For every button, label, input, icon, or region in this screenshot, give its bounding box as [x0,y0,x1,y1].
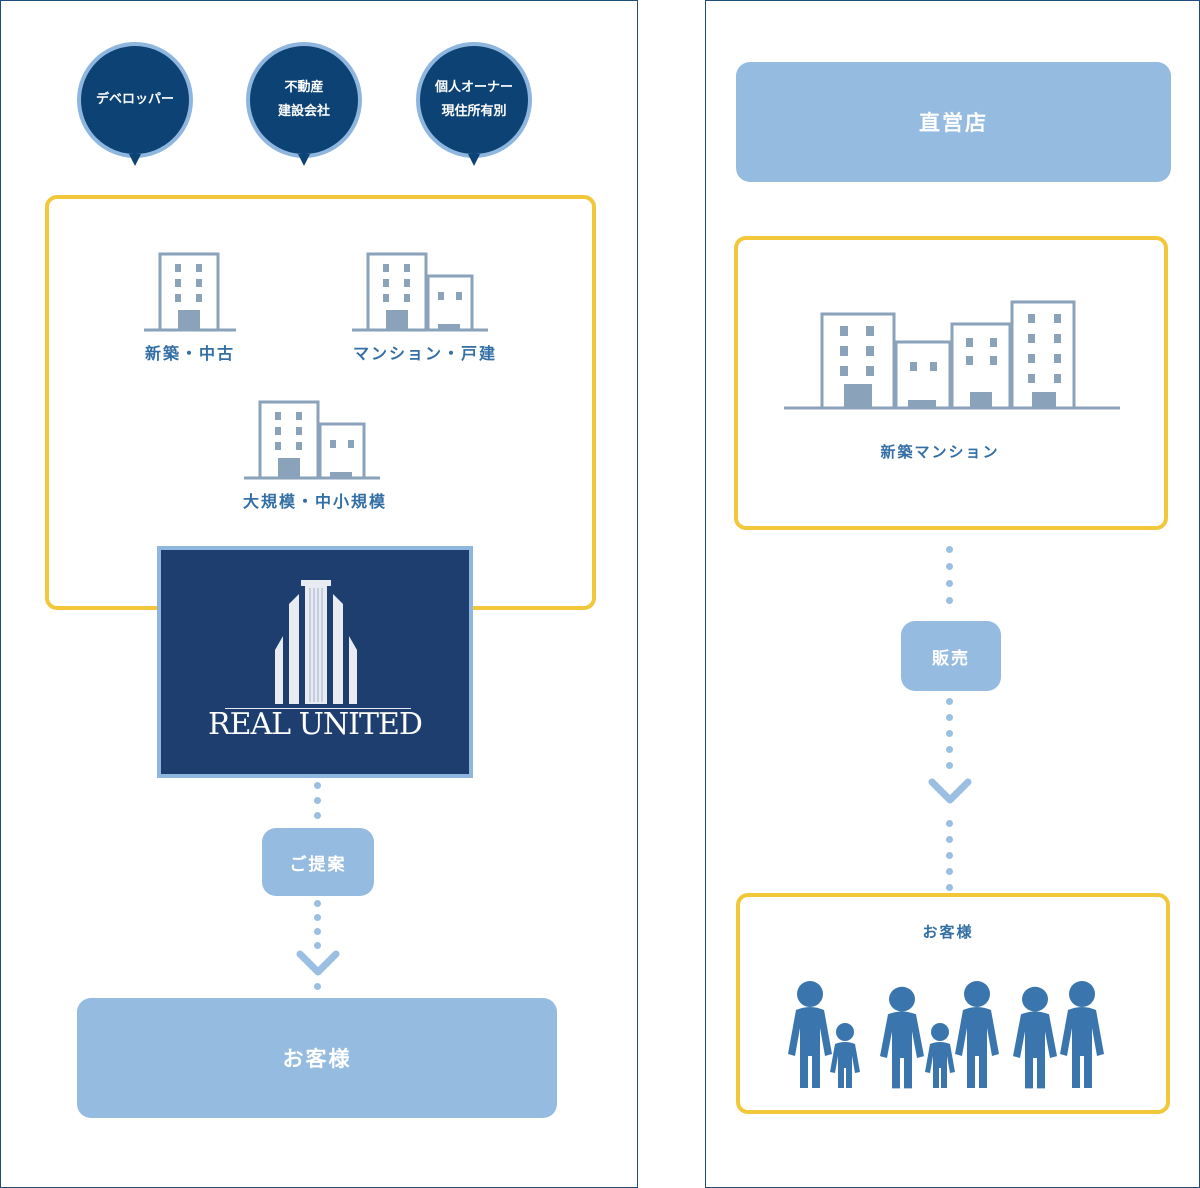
single-building-icon [144,252,236,332]
new-mansion-label: 新築マンション [880,443,1000,461]
customer-box-left: お客様 [77,998,557,1118]
bubble-line: デベロッパー [95,92,174,107]
people-family-icon [788,981,1104,1089]
logo-rule [225,708,411,709]
direct-store-box: 直営店 [736,62,1171,182]
category-mansion-house: マンション・戸建 [352,344,497,363]
bubble-line: 建設会社 [277,104,330,119]
large-small-building-icon [244,400,380,480]
real-united-logo: REAL UNITED [157,546,473,778]
bubble-real-estate-company: 不動産 建設会社 [246,42,362,166]
bubble-developer: デベロッパー [77,42,193,166]
mansion-house-icon [352,252,488,332]
bubble-line: 個人オーナー [434,80,513,95]
logo-wordmark: REAL UNITED [208,707,423,742]
category-new-used: 新築・中古 [144,344,235,363]
customer-box-right [736,893,1170,1114]
category-scale: 大規模・中小規模 [242,492,387,511]
bubble-line: 不動産 [284,80,324,95]
sales-badge: 販売 [901,621,1001,691]
logo-tower-icon [275,580,357,704]
chevron-down-icon [296,950,340,976]
city-buildings-icon [784,300,1120,410]
property-types-box [45,195,596,610]
bubble-line: 現住所有別 [441,104,507,119]
customer-label-right: お客様 [922,923,974,941]
chevron-down-icon [928,778,972,804]
bubble-individual-owner: 個人オーナー 現住所有別 [416,42,532,166]
proposal-badge: ご提案 [262,828,374,896]
